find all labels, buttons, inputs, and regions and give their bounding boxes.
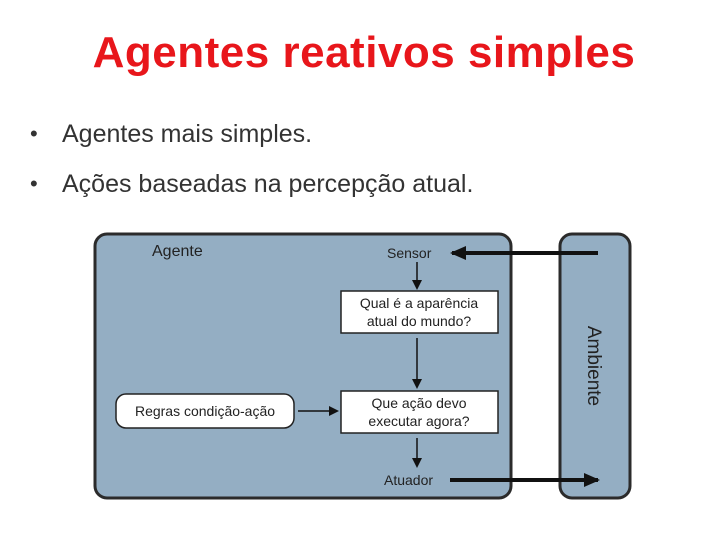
environment-label: Ambiente <box>583 326 604 406</box>
bullet-text: Agentes mais simples. <box>62 120 313 148</box>
bullet-item: • Ações baseadas na percepção atual. <box>30 166 473 216</box>
world-state-line1: Qual é a aparência <box>360 295 479 311</box>
environment-box <box>558 232 632 500</box>
action-line1: Que ação devo <box>372 395 467 411</box>
action-box <box>340 390 499 434</box>
bullet-item: • Agentes mais simples. <box>30 116 473 166</box>
sensor-label: Sensor <box>387 245 432 261</box>
bullet-text: Ações baseadas na percepção atual. <box>62 170 474 198</box>
world-state-box <box>340 290 499 334</box>
bullet-dot-icon: • <box>30 121 38 146</box>
agent-label: Agente <box>152 243 203 260</box>
agent-box <box>93 232 513 500</box>
world-state-line2: atual do mundo? <box>367 313 472 329</box>
rules-label: Regras condição-ação <box>135 403 275 419</box>
bullet-list: • Agentes mais simples. • Ações baseadas… <box>30 116 473 216</box>
rules-box <box>115 393 295 429</box>
action-line2: executar agora? <box>368 413 469 429</box>
bullet-dot-icon: • <box>30 171 38 196</box>
slide-title: Agentes reativos simples <box>92 28 636 77</box>
actuator-label: Atuador <box>384 472 433 488</box>
